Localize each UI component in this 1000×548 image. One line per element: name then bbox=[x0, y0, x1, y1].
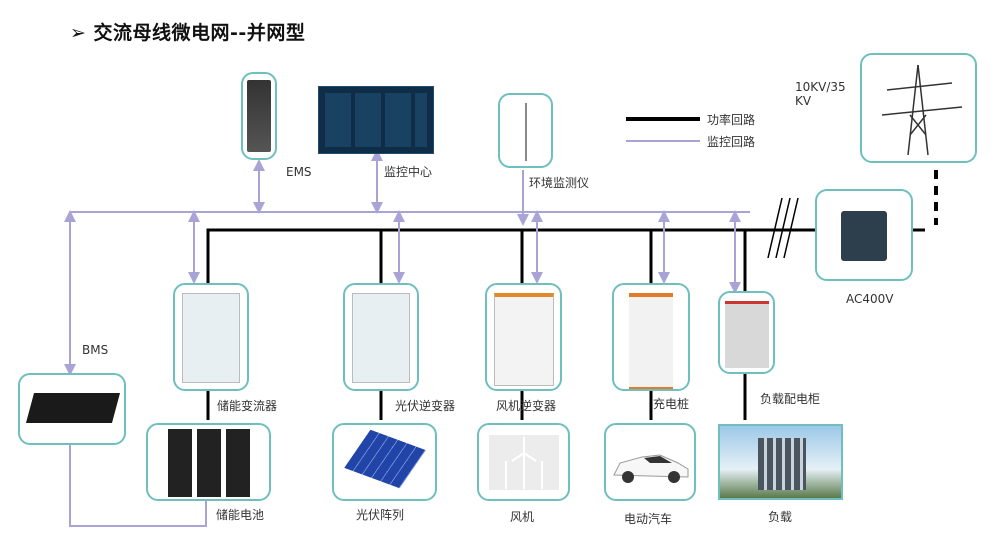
storage-battery-label: 储能电池 bbox=[216, 508, 265, 522]
env-monitor-label: 环境监测仪 bbox=[529, 176, 590, 190]
load-cabinet-box[interactable] bbox=[718, 291, 775, 374]
transformer-label: AC400V bbox=[846, 292, 894, 306]
wind-turbine-label: 风机 bbox=[510, 510, 535, 524]
load-building-icon[interactable] bbox=[718, 424, 843, 500]
bus-break-symbol bbox=[767, 197, 799, 259]
wind-inverter-label: 风机逆变器 bbox=[496, 399, 557, 413]
ev-label: 电动汽车 bbox=[624, 512, 673, 526]
bullet-icon: ➢ bbox=[70, 22, 87, 44]
charging-pile-box[interactable] bbox=[612, 283, 690, 391]
ems-label: EMS bbox=[286, 165, 312, 179]
transformer-icon bbox=[841, 211, 887, 261]
power-bus bbox=[206, 228, 820, 285]
weather-station-icon bbox=[525, 103, 527, 161]
server-rack-icon bbox=[247, 80, 271, 152]
env-monitor-box[interactable] bbox=[498, 93, 553, 168]
title-text: 交流母线微电网--并网型 bbox=[93, 22, 306, 44]
load-cabinet-label: 负载配电柜 bbox=[760, 392, 821, 406]
bms-device-icon bbox=[25, 393, 121, 423]
monitor-arrows bbox=[188, 149, 741, 294]
storage-battery-box[interactable] bbox=[146, 423, 271, 501]
pv-array-label: 光伏阵列 bbox=[356, 508, 405, 522]
monitor-center-label: 监控中心 bbox=[384, 165, 433, 179]
wind-turbine-icon bbox=[489, 435, 559, 490]
pv-inverter-cabinet-icon bbox=[352, 293, 410, 383]
converter-cabinet-icon bbox=[182, 293, 240, 383]
grid-tower-box[interactable] bbox=[860, 53, 977, 163]
wind-inverter-box[interactable] bbox=[485, 283, 562, 391]
page-title: ➢ 交流母线微电网--并网型 bbox=[70, 18, 305, 45]
monitor-dashboard-icon[interactable] bbox=[318, 86, 434, 154]
grid-voltage-label: 10KV/35KV bbox=[795, 80, 846, 108]
legend-power-label: 功率回路 bbox=[707, 113, 756, 127]
car-icon bbox=[613, 454, 689, 483]
solar-panel-icon bbox=[344, 429, 426, 489]
load-label: 负载 bbox=[768, 510, 793, 524]
wind-inverter-cabinet-icon bbox=[493, 293, 554, 386]
pv-array-box[interactable] bbox=[332, 423, 437, 501]
distribution-cabinet-icon bbox=[724, 301, 769, 368]
transmission-tower-icon bbox=[881, 64, 963, 156]
legend-monitor-label: 监控回路 bbox=[707, 135, 756, 149]
charging-pile-label: 充电桩 bbox=[653, 397, 690, 411]
storage-converter-box[interactable] bbox=[173, 283, 249, 391]
ev-box[interactable] bbox=[604, 423, 696, 501]
transformer-box[interactable] bbox=[815, 189, 913, 281]
pv-inverter-box[interactable] bbox=[343, 283, 419, 391]
charging-pile-icon bbox=[629, 293, 673, 389]
battery-rack-icon bbox=[168, 429, 250, 497]
bms-box[interactable] bbox=[18, 373, 126, 445]
wind-turbine-box[interactable] bbox=[477, 423, 570, 501]
pv-inverter-label: 光伏逆变器 bbox=[395, 399, 456, 413]
bms-label: BMS bbox=[82, 343, 109, 357]
ems-box[interactable] bbox=[241, 72, 277, 160]
storage-converter-label: 储能变流器 bbox=[217, 399, 278, 413]
